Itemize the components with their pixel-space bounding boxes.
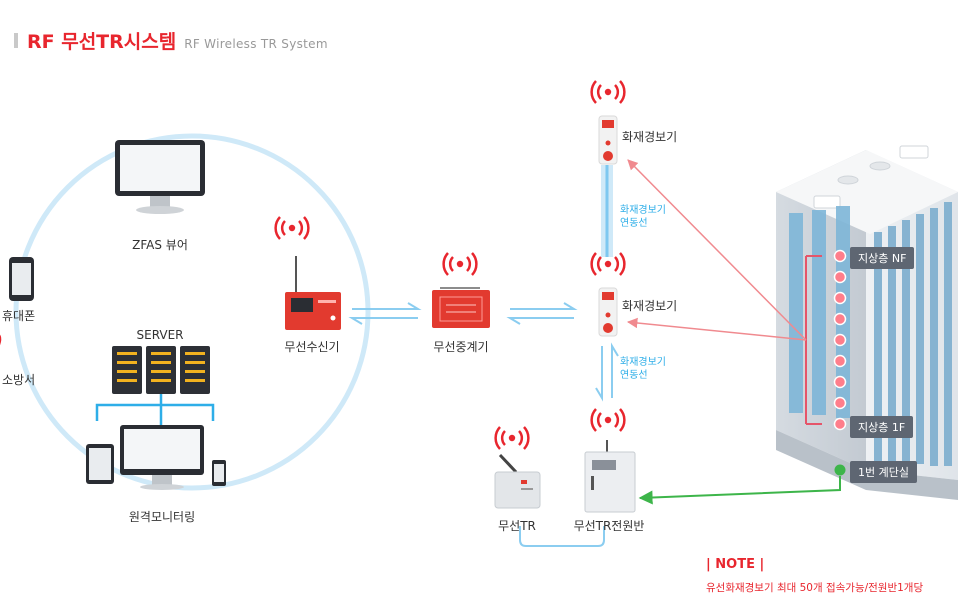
signal-arrow-mid — [626, 317, 807, 341]
stairwell-point — [834, 464, 846, 476]
note-title: | NOTE | — [706, 553, 764, 572]
alarm-top-label: 화재경보기 — [622, 130, 678, 144]
note-text: 유선화재경보기 최대 50개 접속가능/전원반1개당 — [706, 582, 924, 594]
fire-alarm-icon — [598, 115, 618, 165]
link-top-line2: 연동선 — [620, 218, 648, 229]
monitor-icon — [115, 140, 205, 214]
monitoring-label: 원격모니터링 — [128, 510, 196, 524]
server-link-lines — [95, 403, 215, 421]
wireless-signal-icon — [590, 80, 626, 104]
wireless-link-arrows-2 — [506, 302, 578, 325]
floor-top-tag: 지상층 NF — [850, 247, 915, 269]
fire-station-label: 소방서 — [2, 373, 36, 387]
viewer-label: ZFAS 뷰어 — [132, 238, 188, 252]
diagram-title: RF 무선TR시스템 RF Wireless TR System — [14, 27, 328, 54]
building-icon — [776, 145, 958, 500]
svg-text:119: 119 — [0, 325, 6, 370]
fire-alarm-icon — [598, 287, 618, 337]
power-panel-icon — [584, 440, 636, 513]
smartphone-icon — [9, 257, 34, 301]
link-bot-line1: 화재경보기 — [620, 357, 666, 368]
wireless-tr-label: 무선TR — [498, 519, 536, 533]
tr-device-icon — [494, 453, 541, 509]
receiver-device-icon — [285, 256, 341, 330]
alarm-mid-label: 화재경보기 — [622, 299, 678, 313]
phone-label: 휴대폰 — [2, 309, 36, 323]
stairwell-link — [638, 476, 841, 505]
wireless-signal-icon — [442, 252, 478, 276]
power-panel-label: 무선TR전원반 — [573, 519, 645, 533]
monitoring-devices — [86, 425, 226, 490]
link-bot-line2: 연동선 — [620, 370, 648, 381]
alarm-link-arrows — [595, 342, 619, 402]
repeater-device-icon — [432, 287, 490, 328]
wireless-link-arrows-1 — [348, 302, 422, 325]
fire-station-logo: 119 — [0, 325, 6, 370]
receiver-label: 무선수신기 — [284, 340, 340, 354]
wireless-signal-icon — [494, 426, 530, 450]
title-marker — [14, 33, 18, 48]
floor-bottom-tag: 지상층 1F — [850, 416, 914, 438]
title-subtitle: RF Wireless TR System — [184, 37, 328, 51]
floor-alarm-points — [833, 249, 847, 431]
alarm-link-label-top: 화재경보기 연동선 — [620, 204, 666, 230]
network-ring — [13, 133, 371, 491]
alarm-link-label-bottom: 화재경보기 연동선 — [620, 356, 666, 382]
title-main: RF 무선TR시스템 — [27, 31, 177, 53]
stairwell-tag: 1번 계단실 — [850, 461, 917, 483]
note-heading: | NOTE | — [706, 557, 765, 572]
server-label: SERVER — [136, 328, 184, 342]
signal-arrow-top — [627, 159, 807, 341]
repeater-label: 무선중계기 — [433, 340, 489, 354]
link-top-line1: 화재경보기 — [620, 205, 666, 216]
wireless-signal-icon — [590, 252, 626, 276]
server-rack-icon — [112, 346, 210, 394]
wireless-signal-icon — [274, 216, 310, 240]
tr-panel-link — [519, 526, 605, 547]
wireless-signal-icon — [590, 408, 626, 432]
